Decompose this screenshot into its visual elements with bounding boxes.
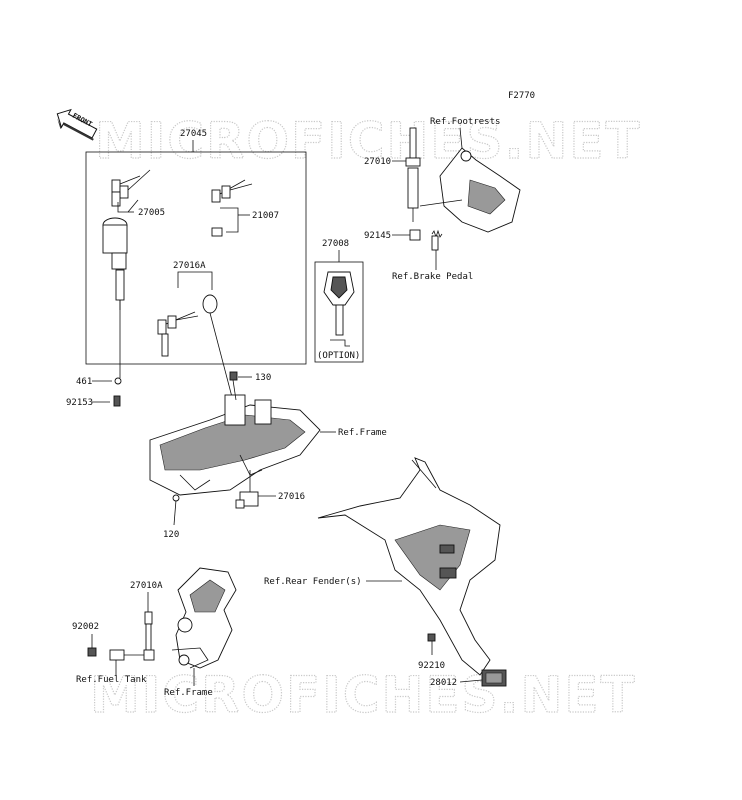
- callout-27045: 27045: [180, 129, 207, 139]
- bolt-130-icon: [229, 371, 238, 381]
- switch-27010A-icon: [109, 611, 155, 661]
- watermark-top: MICROFICHES.NET: [95, 112, 642, 170]
- spring-92145-icon: [409, 229, 443, 251]
- bolt-92153-icon: [113, 395, 121, 407]
- ref-frame-top: Ref.Frame: [338, 428, 387, 438]
- callout-27010: 27010: [364, 157, 391, 167]
- rear-fender-icon: [317, 457, 501, 676]
- ref-frame-bottom: Ref.Frame: [164, 688, 213, 698]
- lock-27016-icon: [235, 491, 259, 509]
- callout-92210: 92210: [418, 661, 445, 671]
- callout-92002: 92002: [72, 622, 99, 632]
- key-27016A-icon: [157, 294, 218, 357]
- ref-footrests: Ref.Footrests: [430, 117, 500, 127]
- callout-27016A: 27016A: [173, 261, 206, 271]
- bolt-92210-icon: [427, 633, 436, 642]
- ref-rear-fender: Ref.Rear Fender(s): [264, 577, 362, 587]
- callout-120: 120: [163, 530, 179, 540]
- bolt-120-icon: [172, 494, 180, 502]
- reflector-28012-icon: [481, 669, 507, 687]
- callout-21007: 21007: [252, 211, 279, 221]
- ref-brake-pedal: Ref.Brake Pedal: [392, 272, 473, 282]
- diagram-code: F2770: [508, 91, 535, 101]
- callout-28012: 28012: [430, 678, 457, 688]
- frame-assembly-icon: [149, 394, 321, 496]
- option-label: (OPTION): [317, 351, 360, 361]
- callout-92153: 92153: [66, 398, 93, 408]
- brake-switch-27010-icon: [405, 127, 421, 222]
- ref-fuel-tank: Ref.Fuel Tank: [76, 675, 147, 685]
- front-arrow-icon: [56, 108, 98, 141]
- frame-lower-icon: [171, 567, 237, 669]
- key-27005-icon: [111, 169, 151, 207]
- callout-92145: 92145: [364, 231, 391, 241]
- callout-461: 461: [76, 377, 92, 387]
- callout-27010A: 27010A: [130, 581, 163, 591]
- callout-130: 130: [255, 373, 271, 383]
- key-27008-icon: [323, 271, 355, 347]
- callout-27008: 27008: [322, 239, 349, 249]
- washer-461-icon: [114, 377, 122, 385]
- ignition-switch-icon: [102, 217, 128, 310]
- watermark-bottom: MICROFICHES.NET: [90, 666, 637, 724]
- key-set-box: [85, 151, 307, 365]
- callout-27005: 27005: [138, 208, 165, 218]
- bolt-92002-icon: [87, 647, 97, 657]
- key-21007-icon: [211, 179, 253, 237]
- footrest-bracket-icon: [439, 147, 521, 233]
- callout-27016: 27016: [278, 492, 305, 502]
